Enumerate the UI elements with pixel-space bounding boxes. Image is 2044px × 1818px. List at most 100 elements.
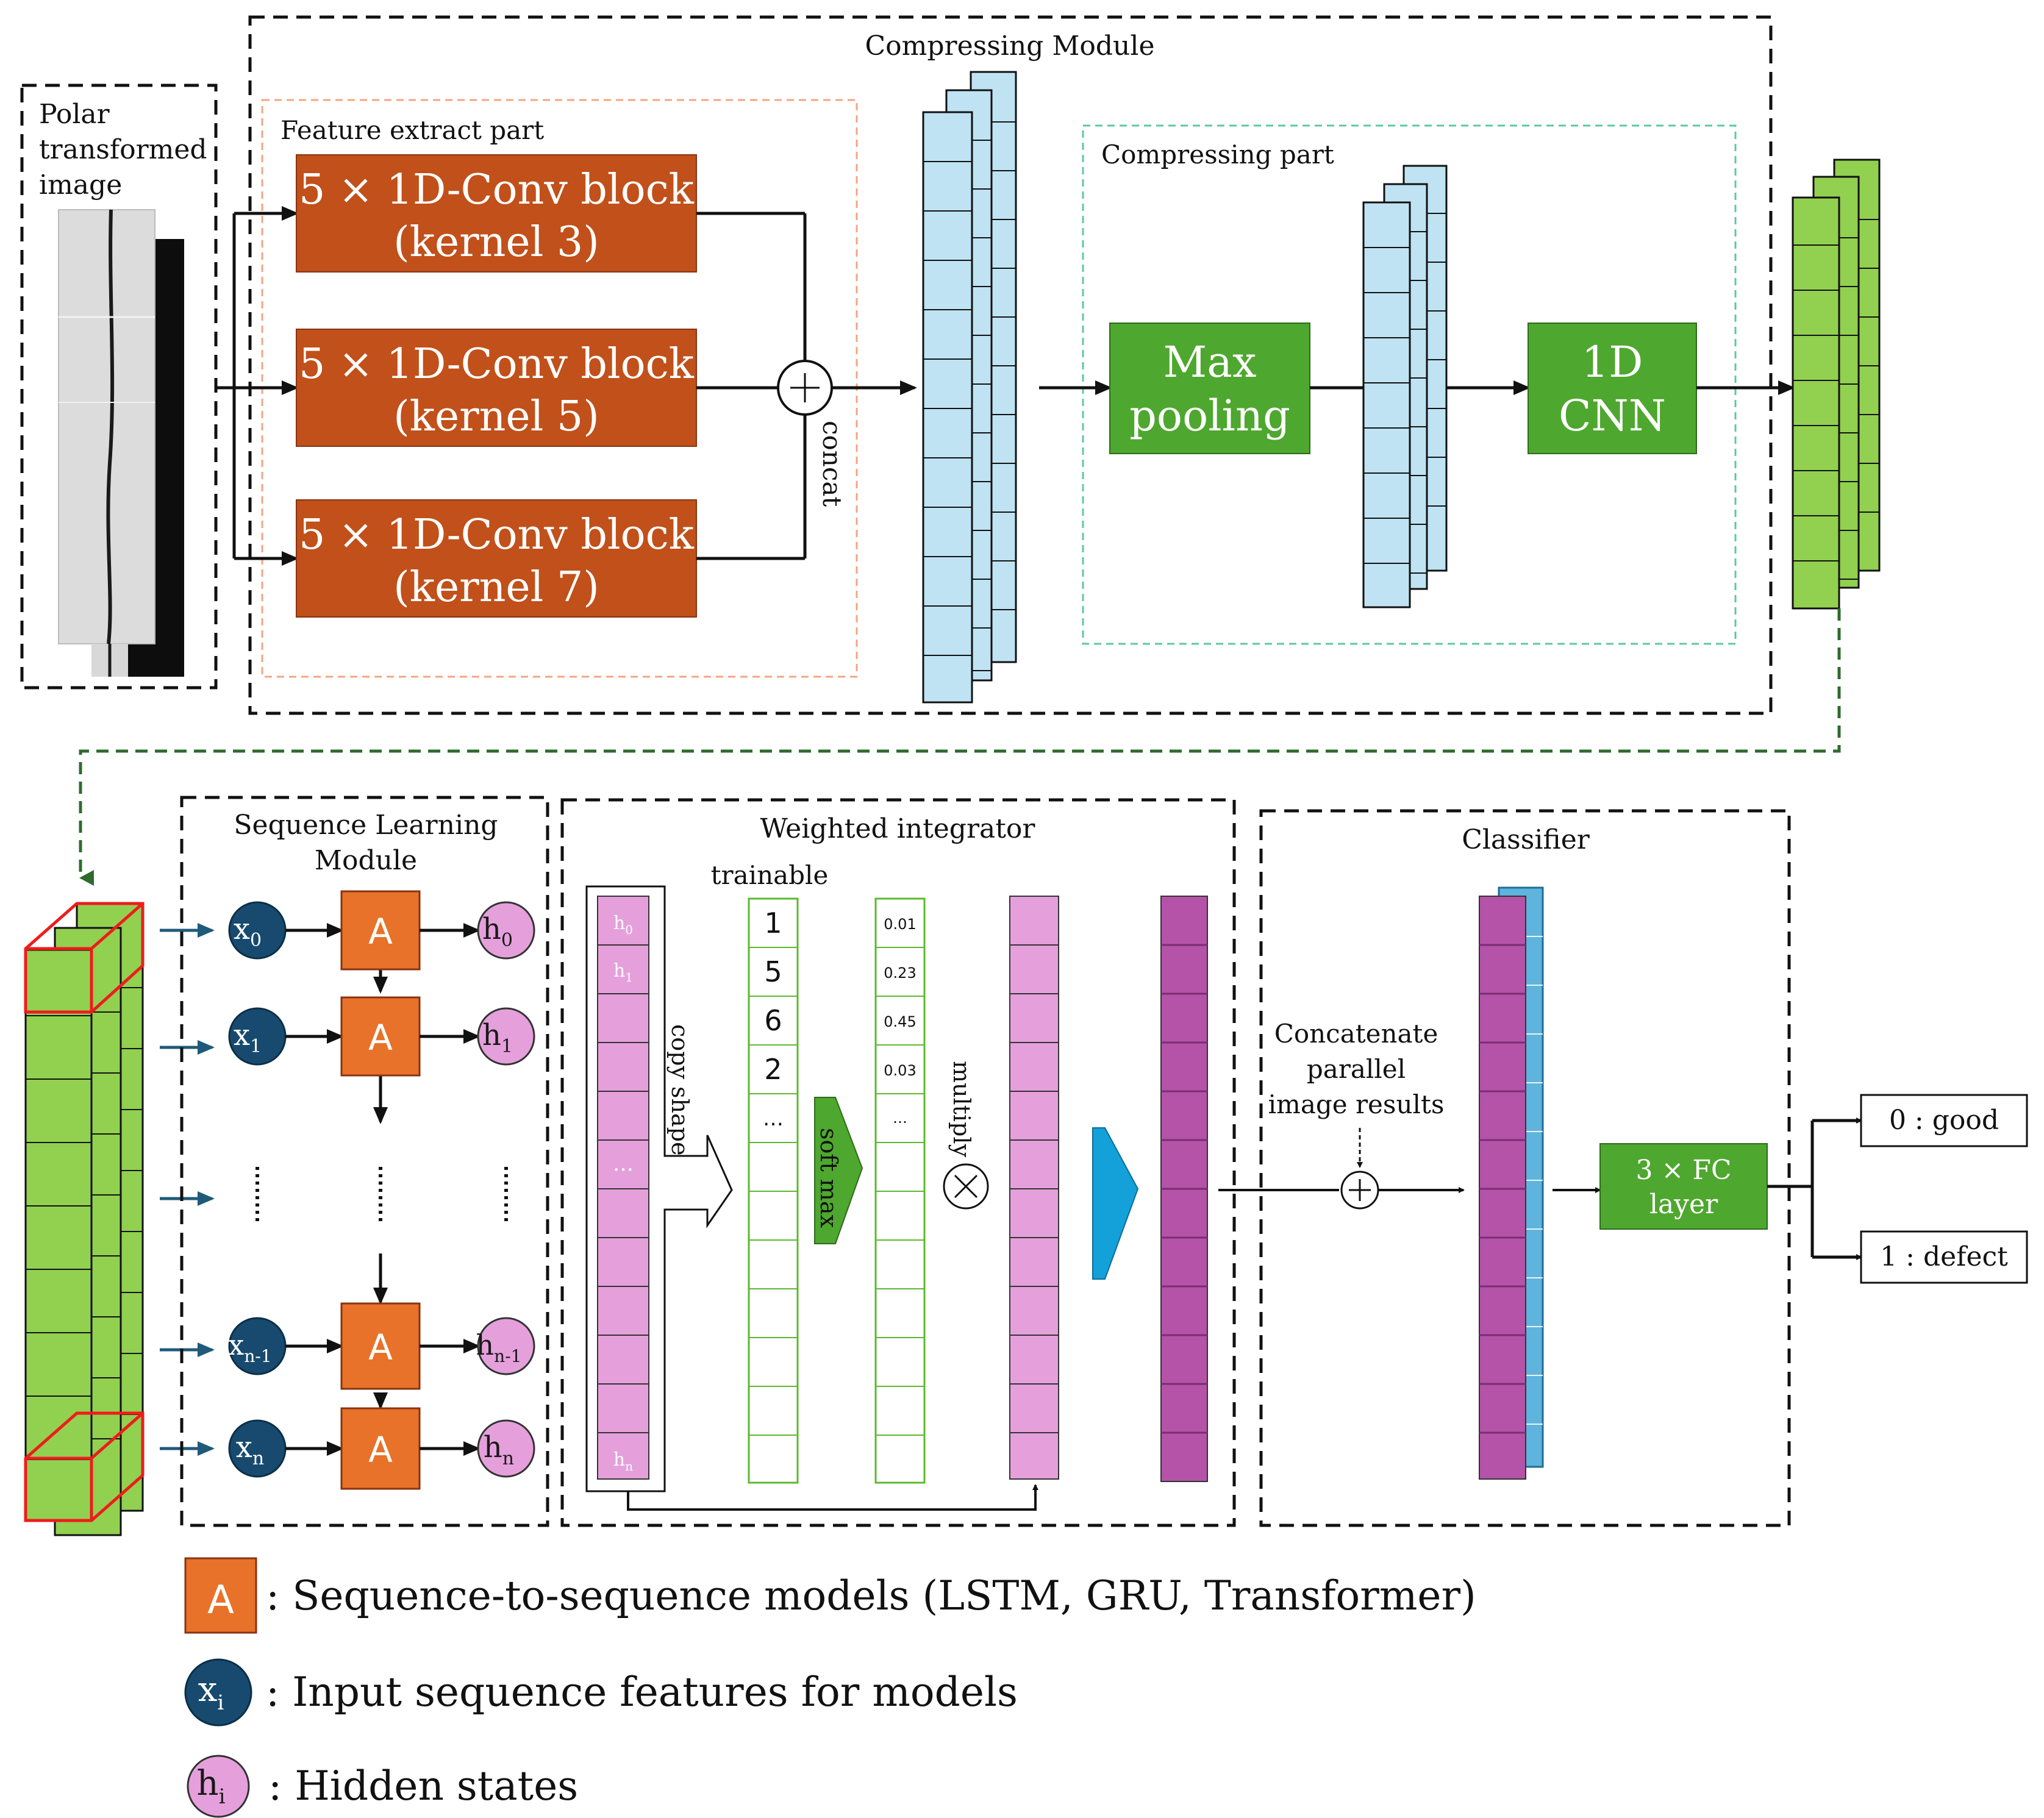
xn-1-base: x	[228, 1328, 244, 1361]
copy-shape-label: copy shape	[666, 1024, 693, 1155]
legend-a-entry: A : Sequence-to-sequence models (LSTM, G…	[184, 1557, 1476, 1634]
trainable-column: 1 5 6 2 …	[748, 897, 799, 1484]
legend-h-icon	[187, 1755, 250, 1818]
trainable-value-3: 6	[764, 1004, 782, 1037]
conv-block-2-line-1: 5 × 1D-Conv block	[299, 340, 695, 388]
output-branches	[1767, 1118, 1862, 1260]
feature-stack-blue	[922, 71, 1017, 704]
conv-block-1-line-2: (kernel 3)	[393, 218, 599, 266]
polar-label-line-3: image	[39, 169, 122, 201]
polar-image-panel: Polar transformed image	[20, 84, 218, 690]
feature-extract-title: Feature extract part	[281, 115, 544, 145]
svg-text:hn: hn	[484, 1430, 514, 1469]
concat-connector: concat	[696, 212, 917, 560]
cnn-line-2: CNN	[1559, 391, 1666, 441]
x1-sub: 1	[250, 1036, 262, 1057]
svg-text:h0: h0	[482, 912, 513, 951]
max-pooling-line-1: Max	[1163, 337, 1257, 387]
legend-h-base: h	[197, 1764, 219, 1803]
sequence-module-title-2: Module	[315, 845, 417, 876]
weighted-output-column	[1009, 896, 1059, 1480]
conv-block-3-line-2: (kernel 7)	[393, 563, 599, 611]
sequence-row-0: x0 A h0	[228, 890, 535, 971]
svg-text:h1: h1	[613, 960, 633, 985]
seq-model-block-n-1	[340, 1302, 421, 1390]
seq-model-block-n-label: A	[368, 1429, 393, 1470]
conv-block-1-line-1: 5 × 1D-Conv block	[299, 166, 695, 214]
h1-sub: 1	[501, 1036, 513, 1057]
svg-text:xn: xn	[236, 1430, 264, 1469]
svg-text:hn-1: hn-1	[476, 1328, 522, 1366]
aggregate-arrow	[1092, 1127, 1139, 1280]
input-sequence-stack	[24, 902, 145, 1536]
hidden-cell-h1-sub: 1	[625, 970, 633, 985]
hidden-cell-hn-base: h	[613, 1449, 625, 1470]
legend-a-swatch	[184, 1557, 257, 1634]
sequence-module-title-1: Sequence Learning	[234, 810, 498, 841]
highlight-first-slice	[24, 902, 145, 1014]
classifier-concat-join	[1218, 1128, 1465, 1210]
trainable-label: trainable	[711, 860, 829, 890]
softmax-value-5: …	[893, 1110, 907, 1127]
svg-text:xn-1: xn-1	[228, 1328, 271, 1366]
svg-text:x0: x0	[234, 912, 262, 951]
legend-a-symbol: A	[207, 1578, 234, 1623]
hidden-node-hn	[477, 1419, 535, 1478]
xn-sub: n	[252, 1448, 264, 1469]
softmax-value-1: 0.01	[884, 916, 916, 933]
x1-base: x	[234, 1018, 250, 1052]
hidden-to-weighted-connector	[627, 1484, 1038, 1511]
hn-1-sub: n-1	[494, 1346, 521, 1366]
hidden-cell-h0-sub: 0	[625, 922, 633, 937]
pooled-stack-blue	[1362, 165, 1448, 608]
max-pooling-line-2: pooling	[1129, 391, 1290, 441]
sequence-row-n-minus-1: xn-1 A hn-1	[228, 1302, 535, 1390]
hidden-node-h1	[477, 1007, 535, 1066]
max-pooling-block: Max pooling	[1109, 323, 1310, 454]
x0-base: x	[234, 912, 250, 946]
green-dashed-connector	[79, 608, 1841, 886]
conv-block-3-line-1: 5 × 1D-Conv block	[299, 511, 695, 559]
seq-model-block-0	[340, 890, 421, 971]
svg-text:xi: xi	[198, 1670, 224, 1715]
concat-label: concat	[817, 421, 847, 507]
conv-block-kernel-7: 5 × 1D-Conv block (kernel 7)	[296, 499, 697, 618]
legend-x-base: x	[198, 1670, 218, 1709]
x0-sub: 0	[250, 930, 262, 951]
softmax-label: soft max	[815, 1128, 842, 1228]
concat-results-line-2: parallel	[1307, 1054, 1406, 1084]
h0-sub: 0	[501, 930, 513, 951]
concat-results-line-3: image results	[1268, 1089, 1445, 1119]
xn-1-sub: n-1	[244, 1346, 271, 1366]
input-branch-lines	[216, 206, 299, 566]
sequence-input-arrows	[160, 923, 215, 1456]
legend-x-entry: xi : Input sequence features for models	[184, 1658, 1018, 1727]
conv-block-kernel-5: 5 × 1D-Conv block (kernel 5)	[296, 329, 697, 447]
fc-line-2: layer	[1649, 1189, 1718, 1220]
output-defect: 1 : defect	[1860, 1230, 2028, 1284]
xn-base: x	[236, 1430, 252, 1464]
svg-text:hn: hn	[613, 1449, 633, 1474]
hidden-node-hn-1	[477, 1317, 535, 1375]
softmax-column: 0.01 0.23 0.45 0.03 …	[874, 897, 926, 1484]
hn-base: h	[484, 1430, 502, 1464]
concat-results-line-1: Concatenate	[1274, 1019, 1438, 1049]
seq-model-block-n	[340, 1407, 421, 1490]
seq-model-block-1	[340, 996, 421, 1077]
legend-x-text: : Input sequence features for models	[266, 1669, 1018, 1716]
legend-a-text: : Sequence-to-sequence models (LSTM, GRU…	[266, 1572, 1476, 1619]
polar-label-line-2: transformed	[39, 134, 207, 165]
classifier-title: Classifier	[1462, 824, 1590, 855]
cnn-line-1: 1D	[1582, 337, 1643, 387]
compressing-module-border	[248, 15, 1773, 715]
output-good: 0 : good	[1860, 1094, 2028, 1147]
legend-x-sub: i	[217, 1691, 224, 1715]
polar-label-line-1: Polar	[39, 99, 110, 130]
legend-h-text: : Hidden states	[268, 1763, 578, 1809]
trainable-value-1: 1	[764, 907, 782, 939]
classifier-border	[1259, 809, 1791, 1527]
hidden-cell-h0-base: h	[613, 913, 625, 934]
conv-block-2-line-2: (kernel 5)	[393, 393, 599, 441]
legend-h-sub: i	[219, 1784, 226, 1809]
